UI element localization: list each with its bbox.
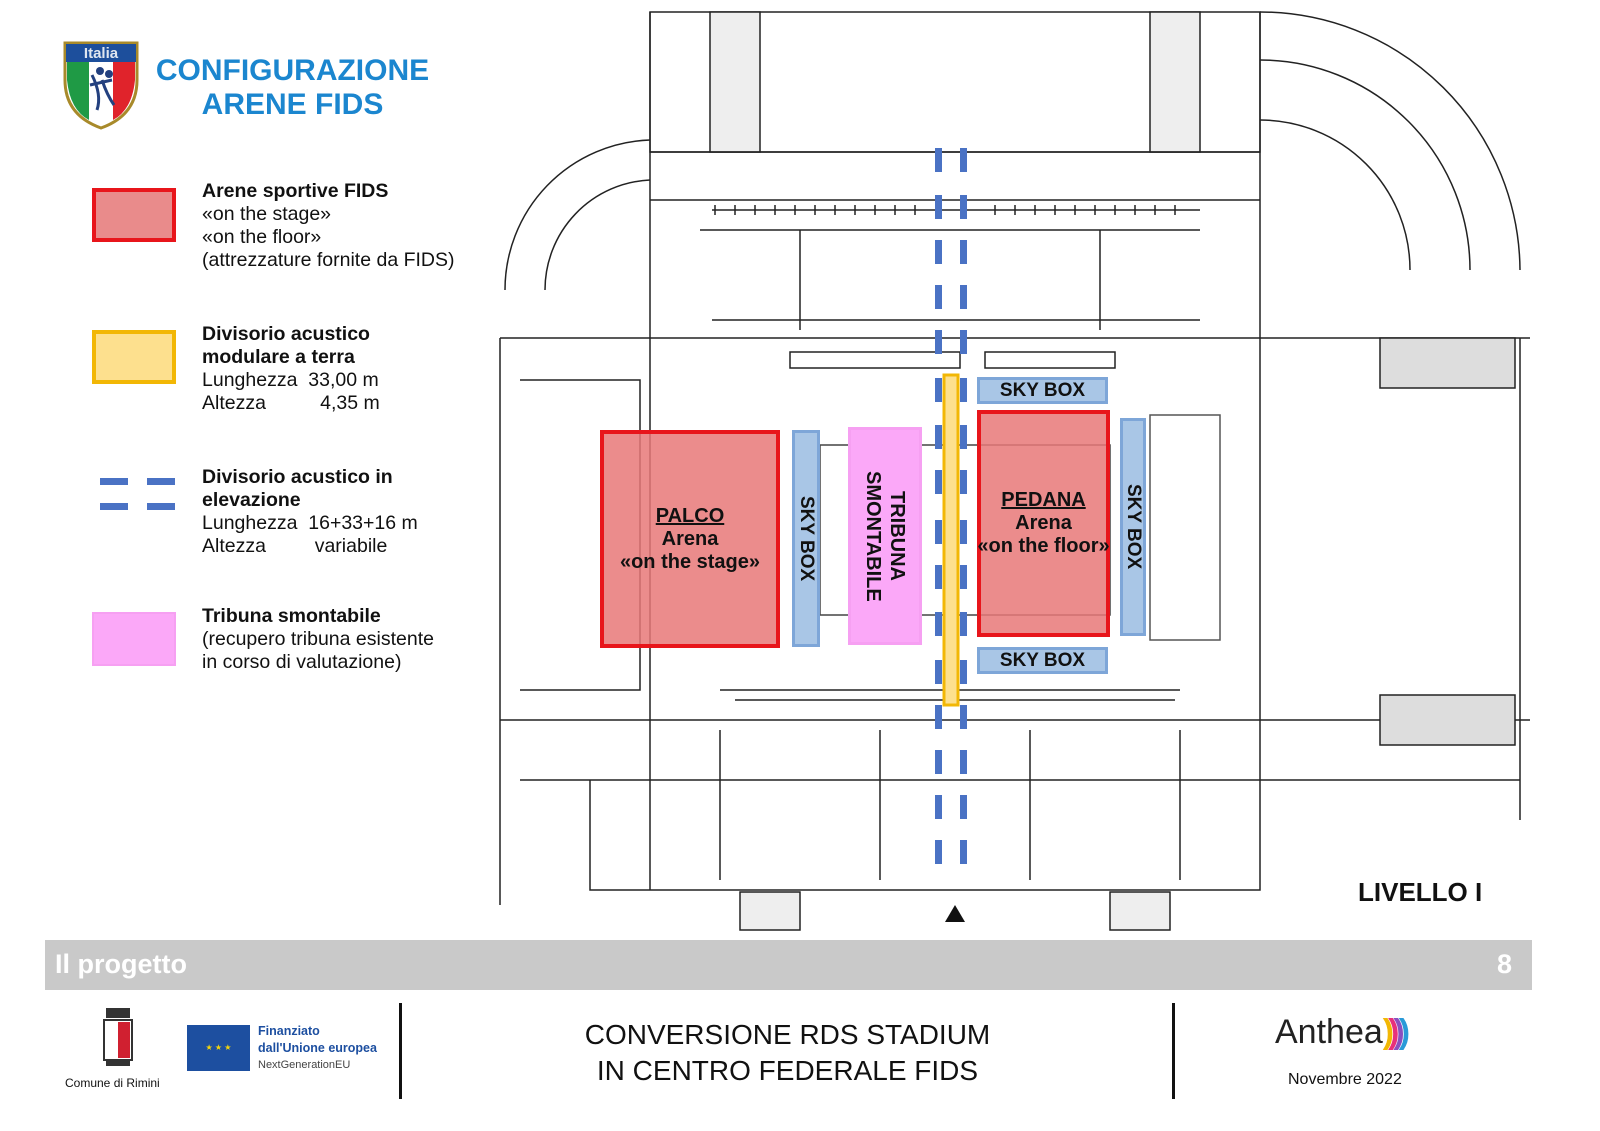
legend-swatch-arena xyxy=(92,188,176,242)
skybox-right: SKY BOX xyxy=(1120,418,1146,636)
anthea-logo: Anthea)))) xyxy=(1275,1013,1410,1051)
eu-flag-icon: ★ ★ ★ xyxy=(187,1025,250,1071)
legend-swatch-tribuna xyxy=(92,612,176,666)
north-arrow-icon xyxy=(945,905,965,922)
floor-acoustic-divider xyxy=(942,373,960,707)
svg-text:Italia: Italia xyxy=(84,45,119,62)
comune-rimini-crest xyxy=(100,1008,136,1068)
italia-shield-logo: Italia xyxy=(62,40,140,130)
divider xyxy=(399,1003,402,1099)
legend-dash xyxy=(147,503,175,510)
legend-swatch-acoustic-floor xyxy=(92,330,176,384)
comune-label: Comune di Rimini xyxy=(65,1076,160,1090)
legend-dash xyxy=(100,478,128,485)
divider xyxy=(1172,1003,1175,1099)
date-label: Novembre 2022 xyxy=(1288,1071,1402,1088)
section-bar: Il progetto 8 xyxy=(45,940,1532,990)
level-label: LIVELLO I xyxy=(1358,877,1483,907)
floor-plan xyxy=(499,11,1530,931)
legend-item-tribuna: Tribuna smontabile(recupero tribuna esis… xyxy=(202,605,434,673)
skybox-bottom: SKY BOX xyxy=(977,647,1108,674)
legend-dash xyxy=(147,478,175,485)
section-label: Il progetto xyxy=(55,949,187,979)
page-number: 8 xyxy=(1496,949,1512,979)
legend-item-arena: Arene sportive FIDS«on the stage»«on the… xyxy=(202,180,455,271)
skybox-left: SKY BOX xyxy=(792,430,820,647)
elevated-acoustic-divider xyxy=(935,148,967,864)
legend-dash xyxy=(100,503,128,510)
skybox-top: SKY BOX xyxy=(977,377,1108,404)
